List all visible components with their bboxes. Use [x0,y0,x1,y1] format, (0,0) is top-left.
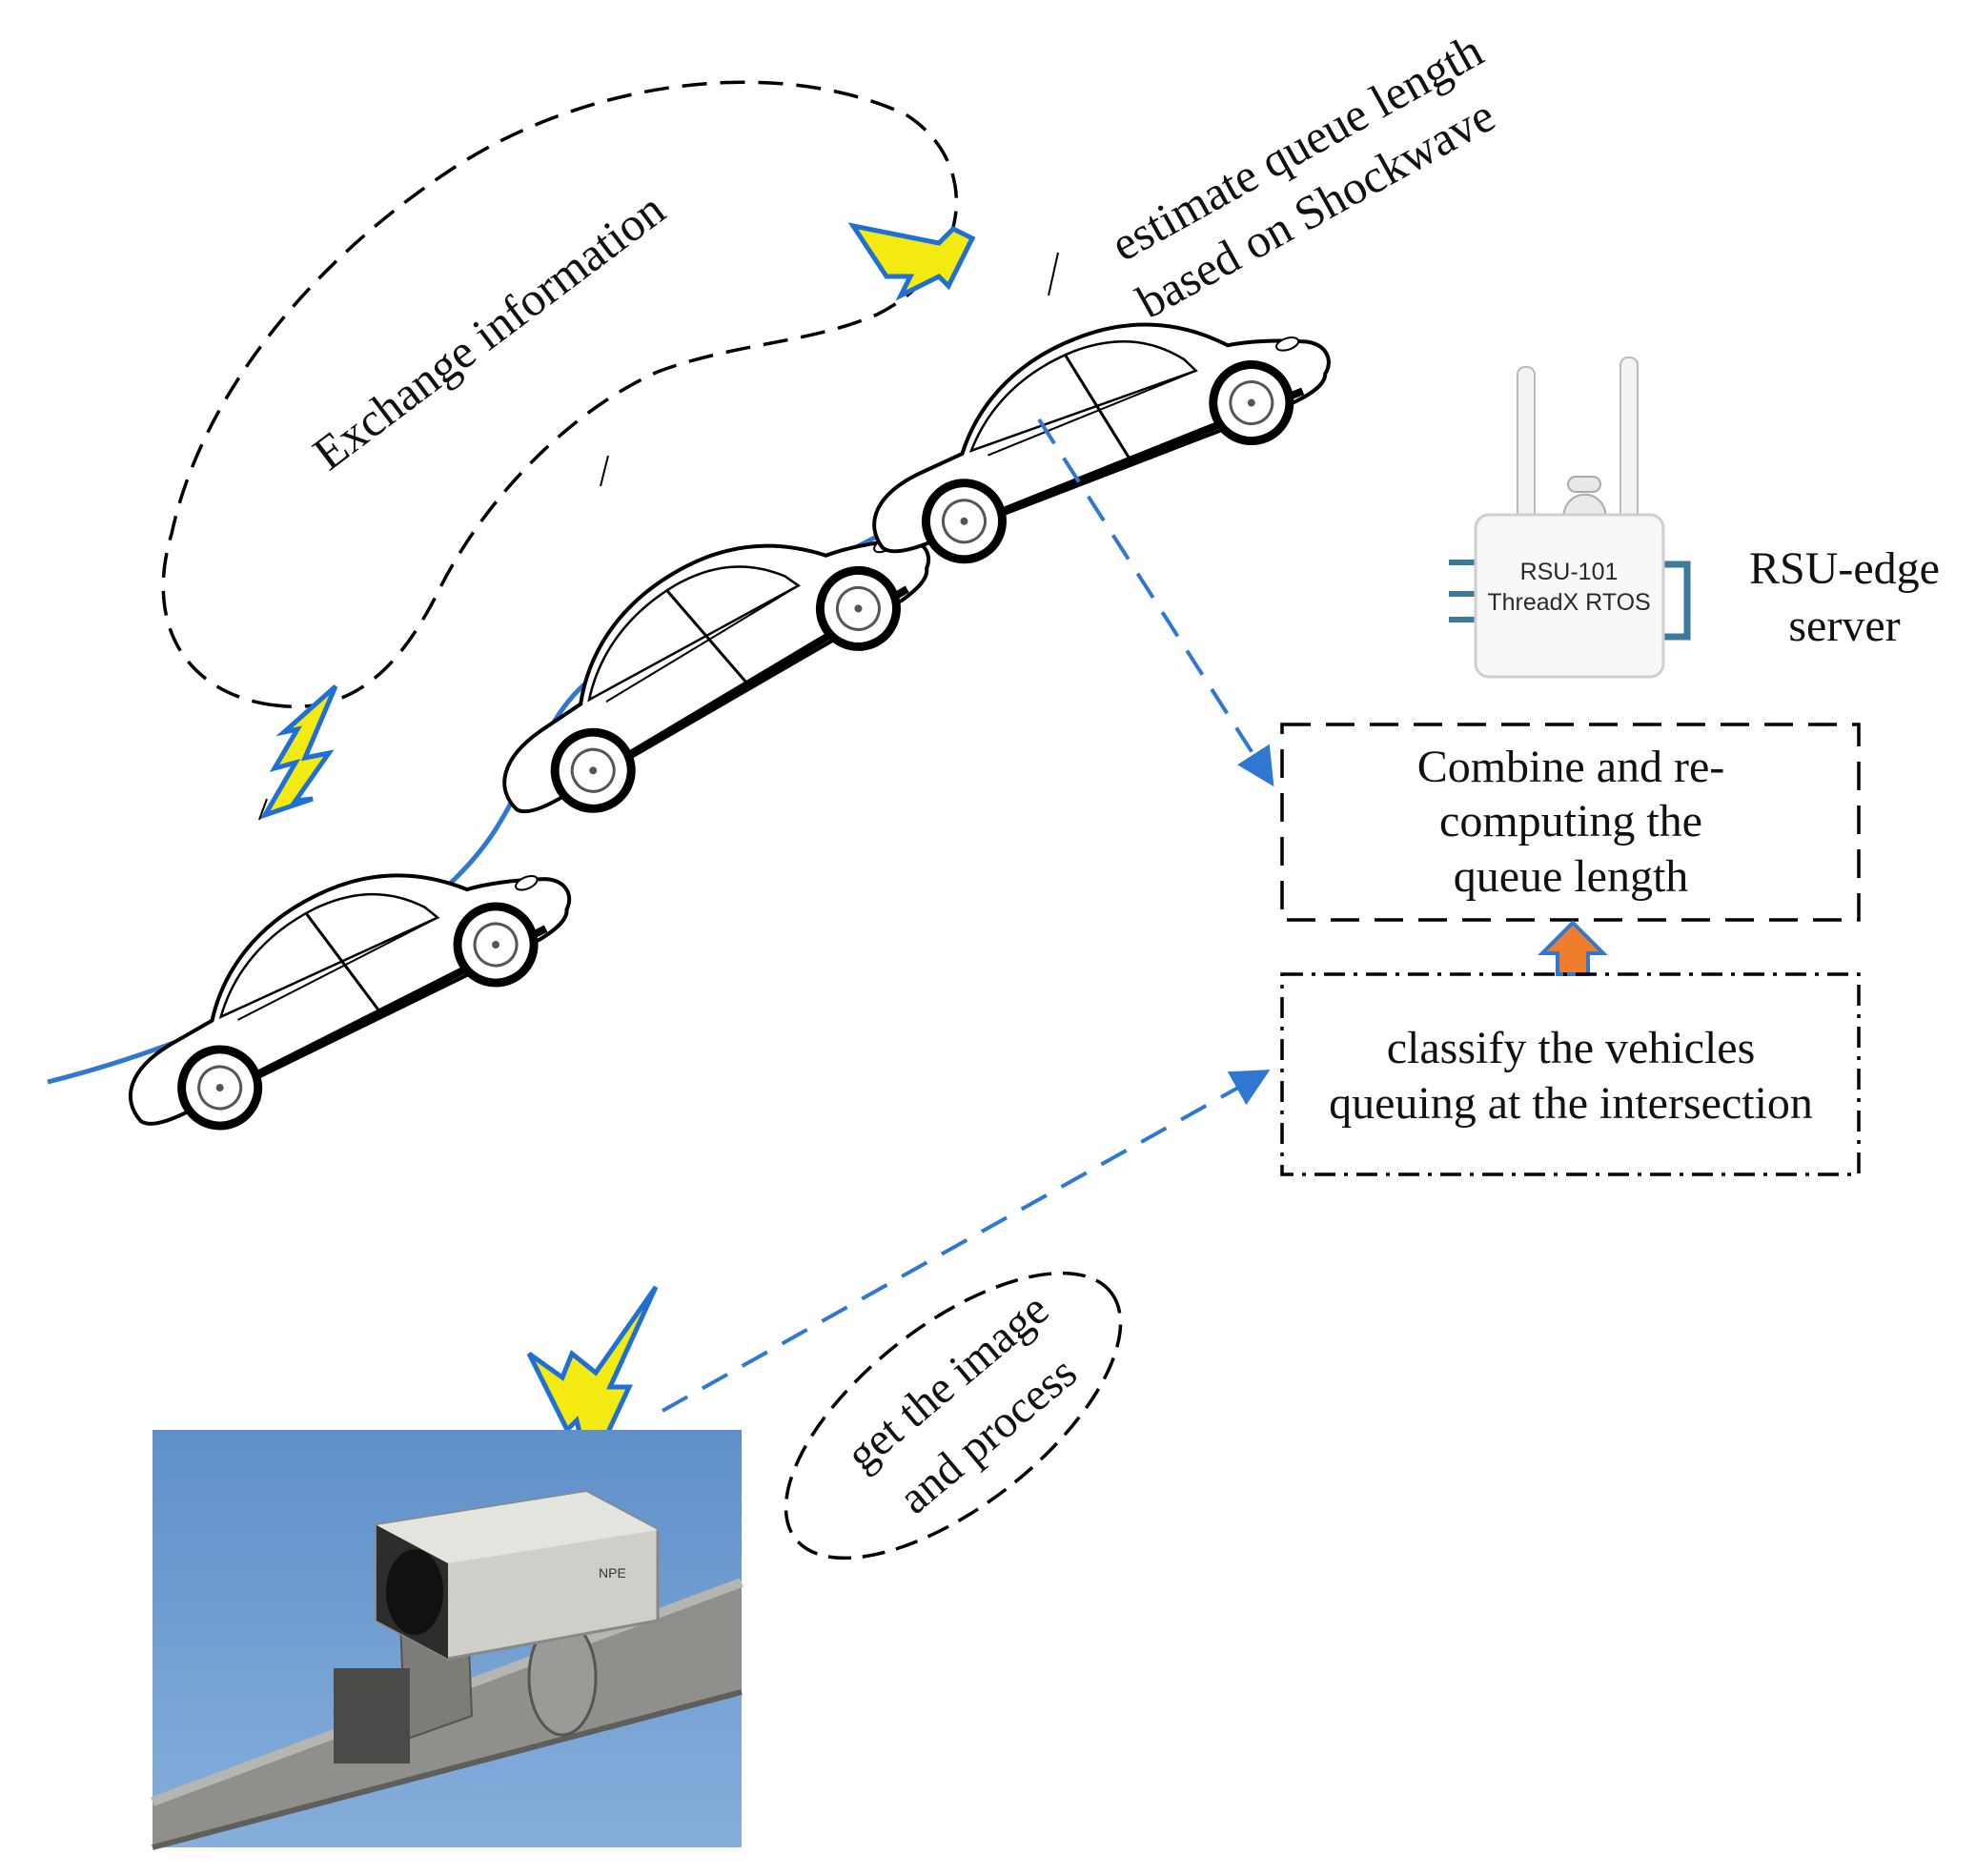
car-icon [837,266,1353,585]
exchange-label: Exchange information [303,182,675,480]
rsu-edge-label-line1: RSU-edge [1749,543,1940,594]
rsu-os-label: ThreadX RTOS [1487,589,1650,616]
rsu-model-label: RSU-101 [1520,559,1619,585]
combine-box [1280,723,1861,922]
exchange-bubble [161,80,959,708]
rsu-edge-label-line2: server [1788,601,1900,651]
classify-box [1280,972,1861,1176]
combine-text-line1: Combine and re- [1417,742,1725,792]
car-icon [84,805,600,1157]
up-arrow-icon [1538,920,1608,976]
rsu-device-icon: RSU-101 ThreadX RTOS [1449,357,1691,679]
flow-arrow-car-to-combine [1037,418,1274,787]
lightning-icon [259,684,338,820]
camera-brand-label: NPE [599,1565,626,1580]
get-image-bubble [784,1271,1123,1560]
car-antenna [600,455,609,487]
combine-text-line3: queue length [1454,851,1689,902]
classify-text-line1: classify the vehicles [1387,1023,1756,1073]
car-antenna [258,798,268,821]
lightning-icon [847,222,976,301]
flow-arrow-camera-to-classify [662,1070,1271,1413]
classify-text-line2: queuing at the intersection [1329,1078,1813,1129]
combine-text-line2: computing the [1439,796,1702,846]
camera-photo: NPE [151,1430,744,1850]
car-antenna [1048,252,1059,296]
